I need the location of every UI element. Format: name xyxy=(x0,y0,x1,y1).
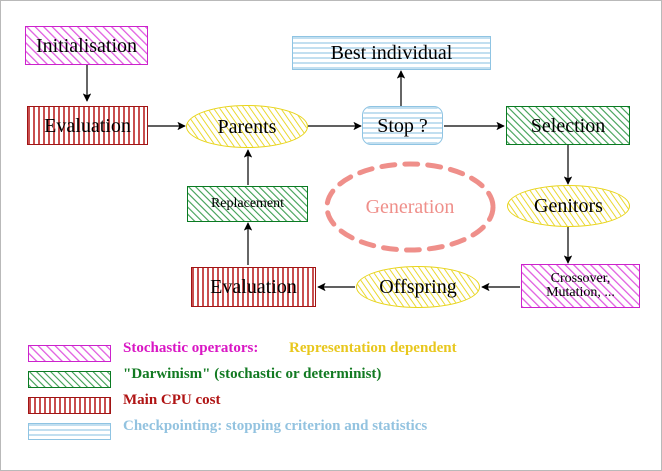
legend-swatch-red-vertical-hatch xyxy=(28,397,111,414)
legend: Stochastic operators: Representation dep… xyxy=(1,340,661,445)
legend-row-darwinism: "Darwinism" (stochastic or determinist) xyxy=(1,366,661,393)
legend-swatch-blue-horizontal-hatch xyxy=(28,423,111,440)
legend-swatch-magenta-diagonal-hatch xyxy=(28,345,111,362)
hatch-yellow-diagonal xyxy=(508,186,629,226)
legend-swatch-green-diagonal-hatch xyxy=(28,371,111,388)
node-selection[interactable]: Selection xyxy=(506,106,630,145)
node-evaluation-bottom-label: Evaluation xyxy=(210,276,297,298)
hatch-yellow-diagonal xyxy=(357,267,479,307)
node-parents[interactable]: Parents xyxy=(186,105,308,148)
node-selection-label: Selection xyxy=(530,114,606,137)
hatch-green-diagonal xyxy=(188,187,307,221)
legend-label-stochastic-operators: Stochastic operators: xyxy=(123,340,259,356)
node-genitors[interactable]: Genitors xyxy=(507,185,630,227)
legend-label-checkpointing: Checkpointing: stopping criterion and st… xyxy=(123,418,428,434)
node-stop[interactable]: Stop ? xyxy=(362,106,443,145)
node-evaluation-top[interactable]: Evaluation xyxy=(27,106,148,145)
node-offspring-label: Offspring xyxy=(379,276,457,298)
node-evaluation-top-label: Evaluation xyxy=(44,114,131,137)
hatch-magenta-diagonal xyxy=(522,265,639,307)
node-initialisation[interactable]: Initialisation xyxy=(25,26,148,65)
node-best-individual[interactable]: Best individual xyxy=(292,36,491,70)
legend-row-stochastic-operators: Stochastic operators: Representation dep… xyxy=(1,340,661,367)
hatch-blue-horizontal xyxy=(363,107,442,144)
legend-label-representation-dependent: Representation dependent xyxy=(289,340,457,356)
legend-row-checkpointing: Checkpointing: stopping criterion and st… xyxy=(1,418,661,445)
hatch-magenta-diagonal xyxy=(26,27,147,64)
hatch-red-vertical xyxy=(192,268,315,306)
node-parents-label: Parents xyxy=(217,115,277,138)
hatch-blue-horizontal xyxy=(293,37,490,69)
node-initialisation-label: Initialisation xyxy=(35,34,138,57)
legend-row-main-cpu-cost: Main CPU cost xyxy=(1,392,661,419)
node-replacement[interactable]: Replacement xyxy=(187,186,308,222)
node-stop-label: Stop ? xyxy=(377,114,428,137)
hatch-red-vertical xyxy=(28,107,147,144)
hatch-yellow-diagonal xyxy=(187,106,307,147)
generation-label: Generation xyxy=(365,196,455,218)
node-best-individual-label: Best individual xyxy=(330,42,453,64)
hatch-green-diagonal xyxy=(507,107,629,144)
node-replacement-label: Replacement xyxy=(210,196,285,211)
node-crossover-mutation-label: Crossover, Mutation, ... xyxy=(546,271,615,300)
node-offspring[interactable]: Offspring xyxy=(356,266,480,308)
node-evaluation-bottom[interactable]: Evaluation xyxy=(191,267,316,307)
node-genitors-label: Genitors xyxy=(534,195,603,217)
generation-dashed-ellipse xyxy=(324,161,496,253)
legend-label-darwinism: "Darwinism" (stochastic or determinist) xyxy=(123,366,382,382)
node-crossover-mutation[interactable]: Crossover, Mutation, ... xyxy=(521,264,640,308)
legend-label-main-cpu-cost: Main CPU cost xyxy=(123,392,221,408)
